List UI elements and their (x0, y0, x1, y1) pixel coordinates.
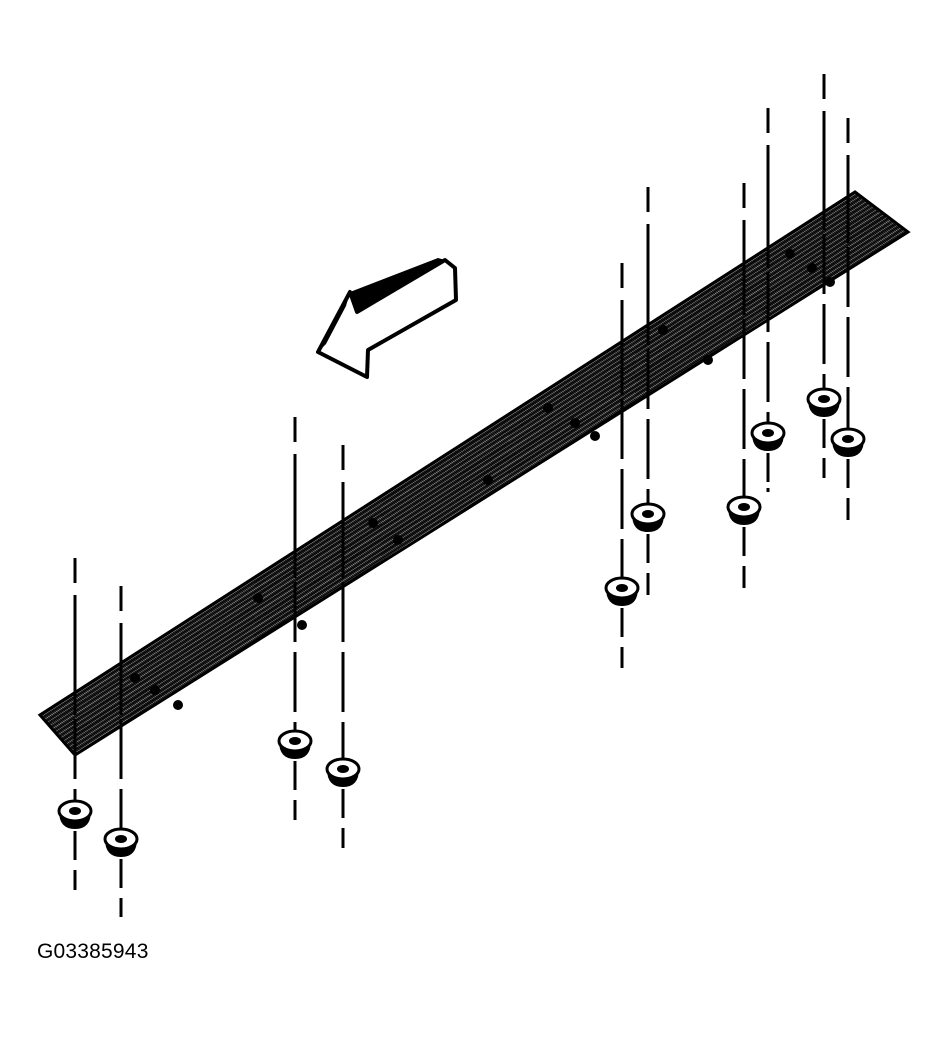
figure-code: G03385943 (37, 940, 149, 963)
fastener-assembly (806, 74, 842, 478)
strip-holes (130, 249, 835, 710)
hatch-line (44, 192, 908, 755)
hatch-line (40, 192, 908, 736)
hatch-line (42, 192, 908, 755)
strip-hole (150, 685, 160, 695)
push-nut (750, 421, 786, 451)
hatch-line (40, 192, 908, 755)
hatch-line (40, 192, 908, 738)
hatch-line (40, 192, 908, 746)
fastener-set (57, 74, 866, 917)
hatch-line (40, 192, 908, 755)
push-nut (806, 387, 842, 417)
hatch-line (40, 192, 908, 745)
fastener-assembly (325, 445, 361, 848)
strip-hole (703, 355, 713, 365)
hatch-line (40, 192, 908, 751)
push-nut (277, 729, 313, 759)
hatch-line (42, 192, 908, 755)
fastener-assembly (726, 183, 762, 588)
fastener-assembly (57, 558, 93, 890)
hatch-line (40, 192, 908, 740)
strip-hole (253, 593, 263, 603)
hatch-line (40, 192, 908, 755)
hatch-line (40, 192, 908, 739)
hatch-line (40, 192, 908, 744)
strip-hole (173, 700, 183, 710)
hatch-line (46, 192, 908, 755)
hatch-line (43, 192, 908, 755)
fastener-assembly (750, 108, 786, 492)
hatch-line (40, 192, 908, 750)
strip-hatching (40, 192, 908, 755)
push-nut (325, 757, 361, 787)
push-nut (103, 827, 139, 857)
hatch-line (40, 192, 908, 755)
strip-hole (368, 518, 378, 528)
hatch-line (40, 192, 908, 755)
hatch-line (40, 192, 908, 737)
hatch-line (40, 192, 908, 755)
hatch-line (40, 192, 908, 752)
hatch-line (40, 192, 908, 743)
strip-hole (130, 673, 140, 683)
hatch-line (40, 192, 908, 733)
push-nut (630, 502, 666, 532)
hatch-line (40, 192, 908, 755)
fastener-assembly (604, 263, 640, 668)
strip-hole (543, 403, 553, 413)
strip-hole (483, 475, 493, 485)
strip-hole (297, 620, 307, 630)
hatch-line (40, 192, 908, 754)
strip-hole (658, 325, 668, 335)
fastener-assembly (277, 417, 313, 820)
push-nut (830, 427, 866, 457)
push-nut (726, 495, 762, 525)
hatch-line (40, 192, 908, 753)
hatch-line (40, 192, 908, 742)
arrow-forward-left-icon (316, 258, 458, 379)
fastener-assembly (830, 118, 866, 520)
strip-hole (393, 535, 403, 545)
fastener-assembly (630, 187, 666, 595)
hatch-line (45, 192, 908, 755)
strip-hole (807, 263, 817, 273)
push-nut (604, 576, 640, 606)
strip-hole (590, 431, 600, 441)
strip-hole (785, 249, 795, 259)
strip-hole (825, 277, 835, 287)
strip-hole (570, 418, 580, 428)
push-nut (57, 799, 93, 829)
trim-strip (37, 190, 911, 757)
hatch-line (40, 192, 908, 755)
hatch-line (40, 192, 908, 747)
hatch-line (40, 192, 908, 741)
fastener-assembly (103, 586, 139, 917)
